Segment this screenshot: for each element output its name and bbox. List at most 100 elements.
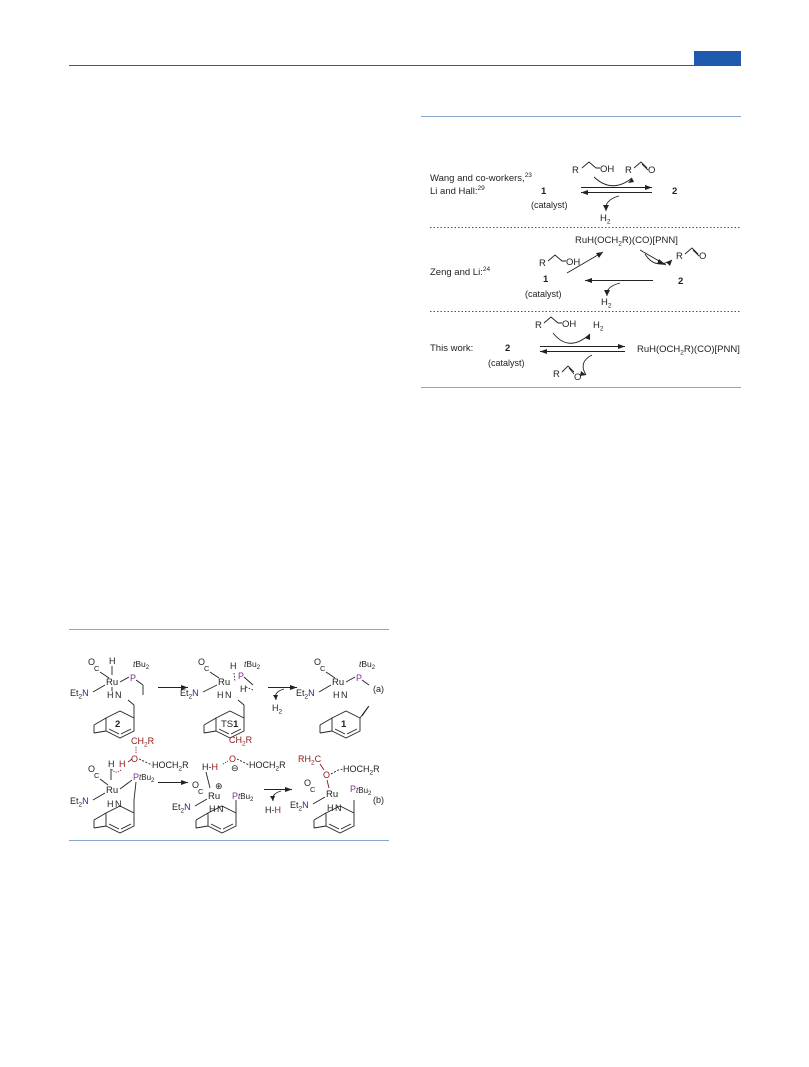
row-1-product-o: O <box>648 165 655 176</box>
scheme-1-panel: Wang and co-workers,23 Li and Hall:29 R … <box>0 0 809 400</box>
b2-h-h: H-H <box>202 762 218 772</box>
complex-2: O C H Ru tBu2 P Et2N H N 2 <box>70 656 150 739</box>
row-1-h2: H2 <box>600 213 611 226</box>
row-1-label-line-2: Li and Hall:29 <box>430 185 485 197</box>
complex-2-ru: Ru <box>106 677 118 688</box>
svg-text:-HOCH2R: -HOCH2R <box>340 764 380 777</box>
complex-2-tbu: tBu2 <box>133 659 150 671</box>
complex-2-label: 2 <box>115 719 120 730</box>
b1-hoch2r: HOCH2R <box>152 760 189 773</box>
svg-text:N: N <box>225 690 232 700</box>
svg-text:tBu2: tBu2 <box>359 659 376 671</box>
svg-text:O: O <box>198 657 205 667</box>
svg-text:H: H <box>217 690 224 700</box>
svg-text:H: H <box>108 759 115 769</box>
svg-text:C: C <box>204 664 210 673</box>
complex-2-n: N <box>115 690 122 700</box>
complex-2-co-c: C <box>94 664 100 673</box>
svg-text:Et2N: Et2N <box>172 802 191 815</box>
row-3-label: This work: <box>430 343 473 354</box>
row-3-substrate-oh: OH <box>562 319 576 330</box>
svg-text:P: P <box>232 791 238 801</box>
svg-text:H: H <box>107 799 114 809</box>
svg-text:Et2N: Et2N <box>70 796 89 809</box>
header-tab <box>694 51 741 66</box>
svg-text:Ru: Ru <box>106 785 118 796</box>
row-2-substrate-oh: OH <box>566 257 580 268</box>
svg-text:tBu2: tBu2 <box>139 773 155 784</box>
scheme-1-row-1: Wang and co-workers,23 Li and Hall:29 R … <box>430 161 677 226</box>
row-b-hh: H-H <box>265 805 281 815</box>
scheme-2-row-a: O C H Ru tBu2 P Et2N H N 2 O C H <box>70 656 384 739</box>
svg-text:H: H <box>119 759 126 769</box>
svg-text:P: P <box>356 673 362 683</box>
svg-text:N: N <box>341 690 348 700</box>
row-1-substrate-oh: OH <box>600 164 614 175</box>
complex-1: O C Ru tBu2 P Et2N H N 1 <box>296 657 376 739</box>
ts1-h-top: H <box>230 661 237 671</box>
row-3-right-product: RuH(OCH2R)(CO)[PNN] <box>637 344 740 357</box>
svg-text:O: O <box>88 764 95 774</box>
complex-b1: O C H Ru P tBu2 Et2N H N CH2R O H HOCH2R <box>70 736 189 834</box>
b2-minus: ⊖ <box>231 763 239 773</box>
row-a-label: (a) <box>373 684 384 694</box>
scheme-1-svg: Wang and co-workers,23 Li and Hall:29 R … <box>421 116 741 388</box>
row-2-product-r: R <box>676 251 683 262</box>
row-b-label: (b) <box>373 795 384 805</box>
complex-2-h: H <box>109 656 116 666</box>
row-3-h2: H2 <box>593 320 604 333</box>
svg-text:N: N <box>335 803 342 813</box>
svg-text:Ru: Ru <box>208 791 220 802</box>
complex-b2: O C Ru ⊕ P tBu2 Et2N H N H-H CH2R O ⊖ HO… <box>172 735 286 834</box>
row-3-product-r: R <box>553 369 560 380</box>
complex-2-p: P <box>130 673 136 683</box>
svg-text:O: O <box>304 778 311 788</box>
svg-text:P: P <box>350 784 356 794</box>
row-3-left-compound: 2 <box>505 343 510 354</box>
svg-text:O: O <box>323 770 330 780</box>
svg-text:C: C <box>198 787 204 796</box>
header-rule <box>69 65 741 67</box>
row-1-h2-arrow <box>605 195 620 212</box>
svg-text:Et2N: Et2N <box>296 688 315 701</box>
svg-text:tBu2: tBu2 <box>244 659 261 671</box>
row-1-label-line-1: Wang and co-workers,23 <box>430 172 532 184</box>
row-2-h2: H2 <box>601 297 612 310</box>
svg-text:Et2N: Et2N <box>290 800 309 813</box>
complex-1-label: 1 <box>341 719 347 730</box>
svg-text:P: P <box>133 772 139 782</box>
row-1-substrate-r: R <box>572 165 579 176</box>
b2-plus: ⊕ <box>215 781 223 791</box>
ts1-h-mid: H <box>240 684 247 694</box>
svg-text:P: P <box>238 671 244 681</box>
row-3-substrate-r: R <box>535 320 542 331</box>
svg-text:RH2C: RH2C <box>298 754 322 767</box>
complex-2-co-o: O <box>88 657 95 667</box>
complex-2-h-label: H <box>107 690 114 700</box>
svg-text:O: O <box>192 780 199 790</box>
row-2-right-compound: 2 <box>678 276 683 287</box>
scheme-2-svg: O C H Ru tBu2 P Et2N H N 2 O C H <box>69 629 389 841</box>
row-2-label: Zeng and Li:24 <box>430 266 490 278</box>
svg-text:O: O <box>229 754 236 764</box>
row-1-right-compound: 2 <box>672 186 677 197</box>
svg-text:tBu2: tBu2 <box>238 792 254 803</box>
row-1-substrate-bonds <box>581 161 600 169</box>
ts1-label: TS1 <box>221 719 239 730</box>
svg-text:Et2N: Et2N <box>180 688 199 701</box>
svg-text:HOCH2R: HOCH2R <box>249 760 286 773</box>
svg-text:H: H <box>333 690 340 700</box>
svg-text:H: H <box>209 804 216 814</box>
svg-text:tBu2: tBu2 <box>356 786 372 797</box>
row-3-product-o: O <box>574 372 581 383</box>
svg-text:N: N <box>217 804 224 814</box>
row-1-left-note: (catalyst) <box>531 200 568 210</box>
row-2-product-o: O <box>699 251 706 262</box>
svg-text:O: O <box>314 657 321 667</box>
row-3-left-note: (catalyst) <box>488 358 525 368</box>
row-2-left-note: (catalyst) <box>525 289 562 299</box>
complex-2-et2n: Et2N <box>70 688 89 701</box>
row-1-curved-arrow-top <box>593 176 633 187</box>
svg-text:H: H <box>327 803 334 813</box>
row-1-product-bonds <box>633 161 648 169</box>
